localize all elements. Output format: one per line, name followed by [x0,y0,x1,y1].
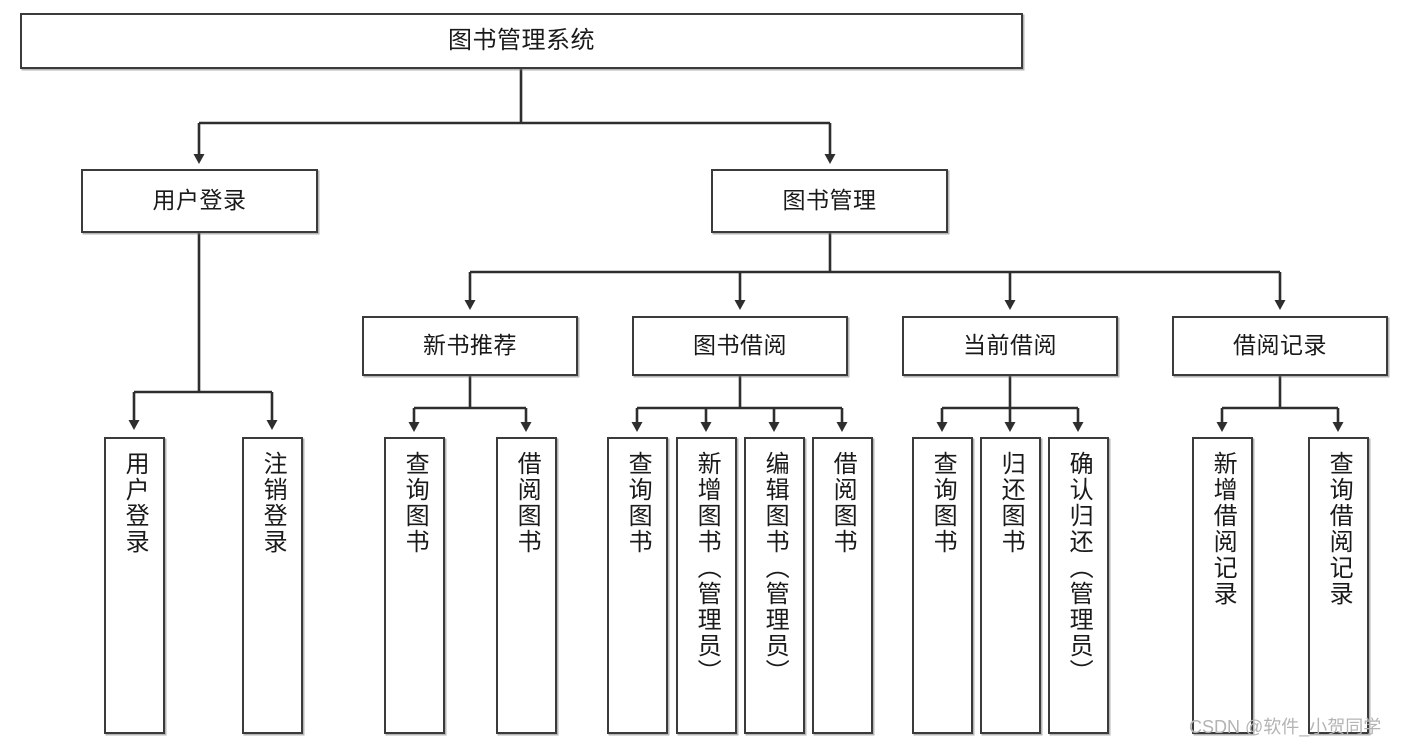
node-label: 查询图书 [401,451,429,555]
node-label: 当前借阅 [963,332,1057,359]
node-label: 用户登录 [121,451,149,555]
node-label: 查询借阅记录 [1325,451,1353,607]
node-label: 编辑图书（管理员） [761,451,789,685]
leaf-user-login[interactable]: 用户登录 [104,437,165,734]
node-label: 借阅记录 [1233,332,1327,359]
leaf-borrow-books[interactable]: 借阅图书 [812,437,873,734]
leaf-add-book-admin[interactable]: 新增图书（管理员） [676,437,737,734]
node-label: 借阅图书 [513,451,541,555]
leaf-add-borrow-record[interactable]: 新增借阅记录 [1192,437,1253,734]
leaf-query-books-recommendation[interactable]: 查询图书 [384,437,445,734]
node-label: 新增图书（管理员） [693,451,721,685]
node-label: 确认归还（管理员） [1065,451,1093,685]
leaf-query-books-borrowing[interactable]: 查询图书 [607,437,668,734]
leaf-edit-book-admin[interactable]: 编辑图书（管理员） [744,437,805,734]
node-label: 图书借阅 [693,332,787,359]
node-label: 图书管理系统 [448,26,595,54]
node-label: 查询图书 [929,451,957,555]
leaf-confirm-return-admin[interactable]: 确认归还（管理员） [1048,437,1109,734]
node-user-login[interactable]: 用户登录 [81,169,318,233]
leaf-query-books-current[interactable]: 查询图书 [912,437,973,734]
leaf-query-borrow-record[interactable]: 查询借阅记录 [1308,437,1369,734]
node-label: 借阅图书 [829,451,857,555]
node-label: 新书推荐 [423,332,517,359]
node-label: 图书管理 [782,187,877,214]
node-label: 新增借阅记录 [1209,451,1237,607]
node-label: 注销登录 [259,451,287,555]
leaf-return-books[interactable]: 归还图书 [980,437,1041,734]
leaf-borrow-books-recommendation[interactable]: 借阅图书 [496,437,557,734]
node-book-management[interactable]: 图书管理 [711,169,948,233]
node-borrow-records[interactable]: 借阅记录 [1172,316,1388,376]
node-label: 归还图书 [997,451,1025,555]
node-label: 用户登录 [152,187,247,214]
node-book-borrowing[interactable]: 图书借阅 [632,316,848,376]
node-current-borrowing[interactable]: 当前借阅 [902,316,1118,376]
leaf-logout[interactable]: 注销登录 [242,437,303,734]
node-label: 查询图书 [624,451,652,555]
node-new-book-recommendation[interactable]: 新书推荐 [362,316,578,376]
node-book-management-system[interactable]: 图书管理系统 [20,13,1023,69]
